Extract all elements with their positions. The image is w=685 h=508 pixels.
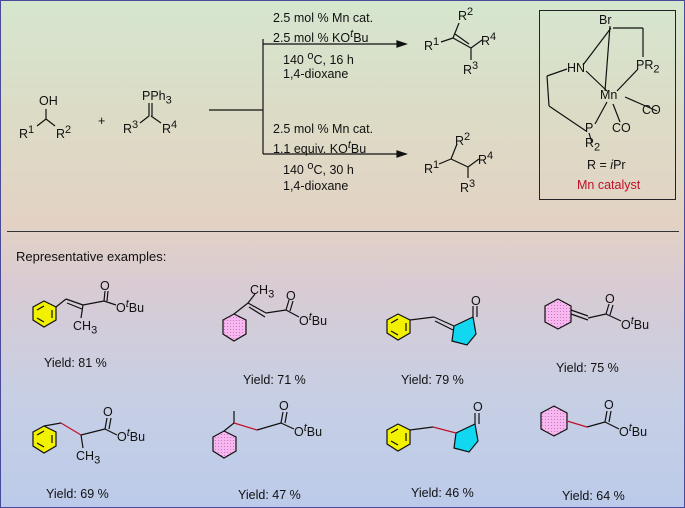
- alkane-r1-label: R1: [424, 159, 440, 177]
- alcohol-oh-label: OH: [39, 94, 58, 108]
- catalyst-br-label: Br: [599, 13, 612, 27]
- catalyst-r-definition: R = iPr: [587, 158, 626, 172]
- section-divider: [7, 231, 679, 232]
- example-a1-structure: [32, 290, 117, 328]
- b2-otbu: OtBu: [294, 422, 323, 440]
- alkene-r4-label: R4: [481, 31, 497, 49]
- top-condition-line1: 2.5 mol % Mn cat.: [273, 11, 374, 25]
- alkene-r1-label: R1: [424, 36, 440, 54]
- examples-heading: Representative examples:: [16, 249, 167, 264]
- catalyst-r2-label: R2: [585, 136, 601, 154]
- yield-a3: Yield: 79 %: [401, 373, 464, 387]
- b1-otbu: OtBu: [117, 427, 146, 445]
- top-condition-line2: 2.5 mol % KOtBu: [273, 28, 369, 46]
- alkane-r2-label: R2: [455, 131, 471, 149]
- b2-carbonyl-o: O: [279, 399, 289, 413]
- a2-ch3: CH3: [250, 283, 275, 301]
- ylide-structure: [139, 103, 162, 124]
- top-condition-line4: 1,4-dioxane: [283, 67, 349, 81]
- alkene-r3-label: R3: [463, 60, 479, 78]
- catalyst-caption: Mn catalyst: [577, 178, 641, 192]
- yield-a4: Yield: 75 %: [556, 361, 619, 375]
- alcohol-r2-label: R2: [56, 124, 72, 142]
- example-b2-structure: [212, 411, 295, 459]
- ylide-r4-label: R4: [162, 119, 178, 137]
- catalyst-co2-label: CO: [612, 121, 631, 135]
- alcohol-structure: [36, 109, 56, 127]
- b1-carbonyl-o: O: [103, 405, 113, 419]
- example-b1-structure: [32, 417, 118, 454]
- b4-carbonyl-o: O: [604, 398, 614, 412]
- alkane-r3-label: R3: [460, 178, 476, 196]
- mn-catalyst-structure: [546, 25, 658, 144]
- example-b4-structure: [540, 405, 620, 437]
- yield-a2: Yield: 71 %: [243, 373, 306, 387]
- yield-b1: Yield: 69 %: [46, 487, 109, 501]
- a1-otbu: OtBu: [116, 298, 145, 316]
- yield-a1: Yield: 81 %: [44, 356, 107, 370]
- example-b3-structure: [386, 413, 480, 453]
- ylide-r3-label: R3: [123, 119, 139, 137]
- alkane-product-structure: [438, 143, 480, 178]
- yield-b4: Yield: 64 %: [562, 489, 625, 503]
- plus-sign: +: [98, 114, 106, 128]
- top-condition-line3: 140 oC, 16 h: [283, 50, 354, 68]
- catalyst-p-label: P: [585, 121, 594, 135]
- ylide-pph3-label: PPh3: [142, 89, 172, 107]
- reaction-arrows: [209, 39, 408, 158]
- bottom-condition-line4: 1,4-dioxane: [283, 179, 349, 193]
- alkene-r2-label: R2: [458, 6, 474, 24]
- alcohol-r1-label: R1: [19, 124, 35, 142]
- a4-otbu: OtBu: [621, 315, 650, 333]
- a2-otbu: OtBu: [299, 311, 328, 329]
- a2-carbonyl-o: O: [286, 289, 296, 303]
- a1-ch3: CH3: [73, 319, 98, 337]
- example-a4-structure: [544, 298, 622, 330]
- alkane-r4-label: R4: [478, 150, 494, 168]
- a3-carbonyl-o: O: [471, 294, 481, 308]
- bottom-condition-line1: 2.5 mol % Mn cat.: [273, 122, 374, 136]
- a1-carbonyl-o: O: [100, 279, 110, 293]
- b4-otbu: OtBu: [619, 422, 648, 440]
- yield-b2: Yield: 47 %: [238, 488, 301, 502]
- yield-b3: Yield: 46 %: [411, 486, 474, 500]
- b1-ch3: CH3: [76, 449, 101, 467]
- catalyst-co1-label: CO: [642, 103, 661, 117]
- bottom-condition-line2: 1.1 equiv. KOtBu: [273, 139, 367, 157]
- catalyst-pr2-label: PR2: [636, 58, 660, 76]
- catalyst-hn-label: HN: [567, 61, 586, 75]
- example-a2-structure: [222, 293, 300, 342]
- b3-carbonyl-o: O: [473, 400, 483, 414]
- alkene-product-structure: [440, 22, 483, 60]
- catalyst-box: [539, 10, 676, 200]
- example-a3-structure: [386, 306, 478, 346]
- a4-carbonyl-o: O: [605, 292, 615, 306]
- bottom-condition-line3: 140 oC, 30 h: [283, 160, 354, 178]
- catalyst-mn-label: Mn: [600, 88, 618, 102]
